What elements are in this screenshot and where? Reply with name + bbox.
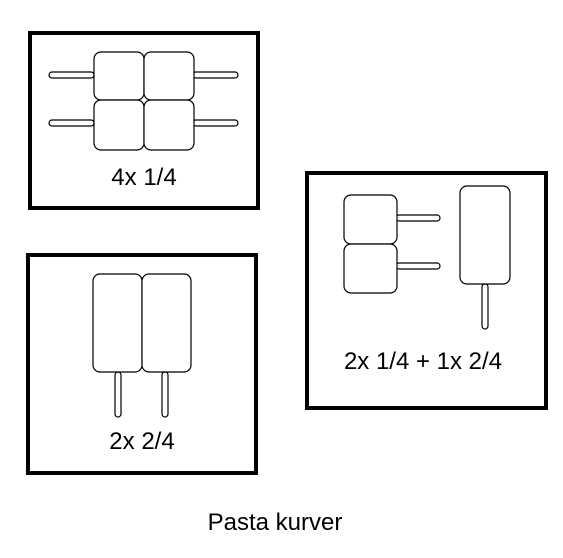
quarter-basket (143, 99, 195, 151)
basket-handle (161, 371, 169, 418)
quarter-basket (343, 194, 398, 245)
basket-handle (192, 71, 239, 79)
panel-mixed-baskets: 2x 1/4 + 1x 2/4 (305, 171, 548, 410)
panel-label: 2x 1/4 + 1x 2/4 (344, 348, 502, 375)
panel-label: 4x 1/4 (111, 164, 176, 191)
basket-handle (192, 119, 239, 127)
quarter-basket (93, 51, 145, 101)
panel-two-half-baskets: 2x 2/4 (26, 253, 258, 475)
basket-handle (395, 262, 441, 270)
diagram-caption: Pasta kurver (208, 509, 343, 536)
basket-handle (48, 119, 95, 127)
basket-handle (395, 214, 441, 222)
panel-four-quarter-baskets: 4x 1/4 (28, 31, 260, 210)
basket-handle (48, 71, 95, 79)
half-basket (141, 273, 192, 373)
quarter-basket (93, 99, 145, 151)
basket-handle (481, 283, 489, 330)
quarter-basket (343, 243, 398, 294)
half-basket (92, 273, 143, 373)
quarter-basket (143, 51, 195, 101)
half-basket (459, 185, 511, 285)
basket-handle (114, 371, 122, 418)
panel-label: 2x 2/4 (109, 428, 174, 455)
